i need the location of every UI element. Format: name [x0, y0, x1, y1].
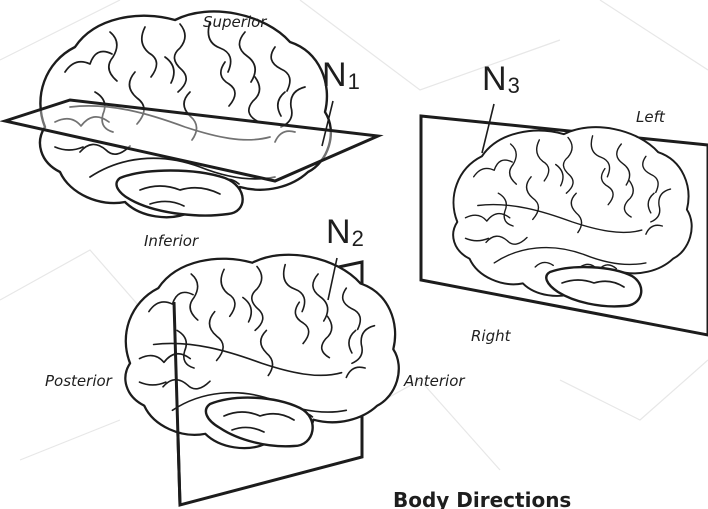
plane-label-n3: N3: [482, 62, 520, 97]
label-posterior: Posterior: [45, 374, 112, 389]
heading-body-directions: Body Directions: [393, 490, 571, 509]
plane-label-n2: N2: [326, 215, 364, 250]
plane-label-n1: N1: [322, 58, 360, 93]
label-right: Right: [471, 329, 511, 344]
label-superior: Superior: [203, 15, 266, 30]
label-left: Left: [636, 110, 665, 125]
label-anterior: Anterior: [404, 374, 465, 389]
label-inferior: Inferior: [144, 234, 198, 249]
